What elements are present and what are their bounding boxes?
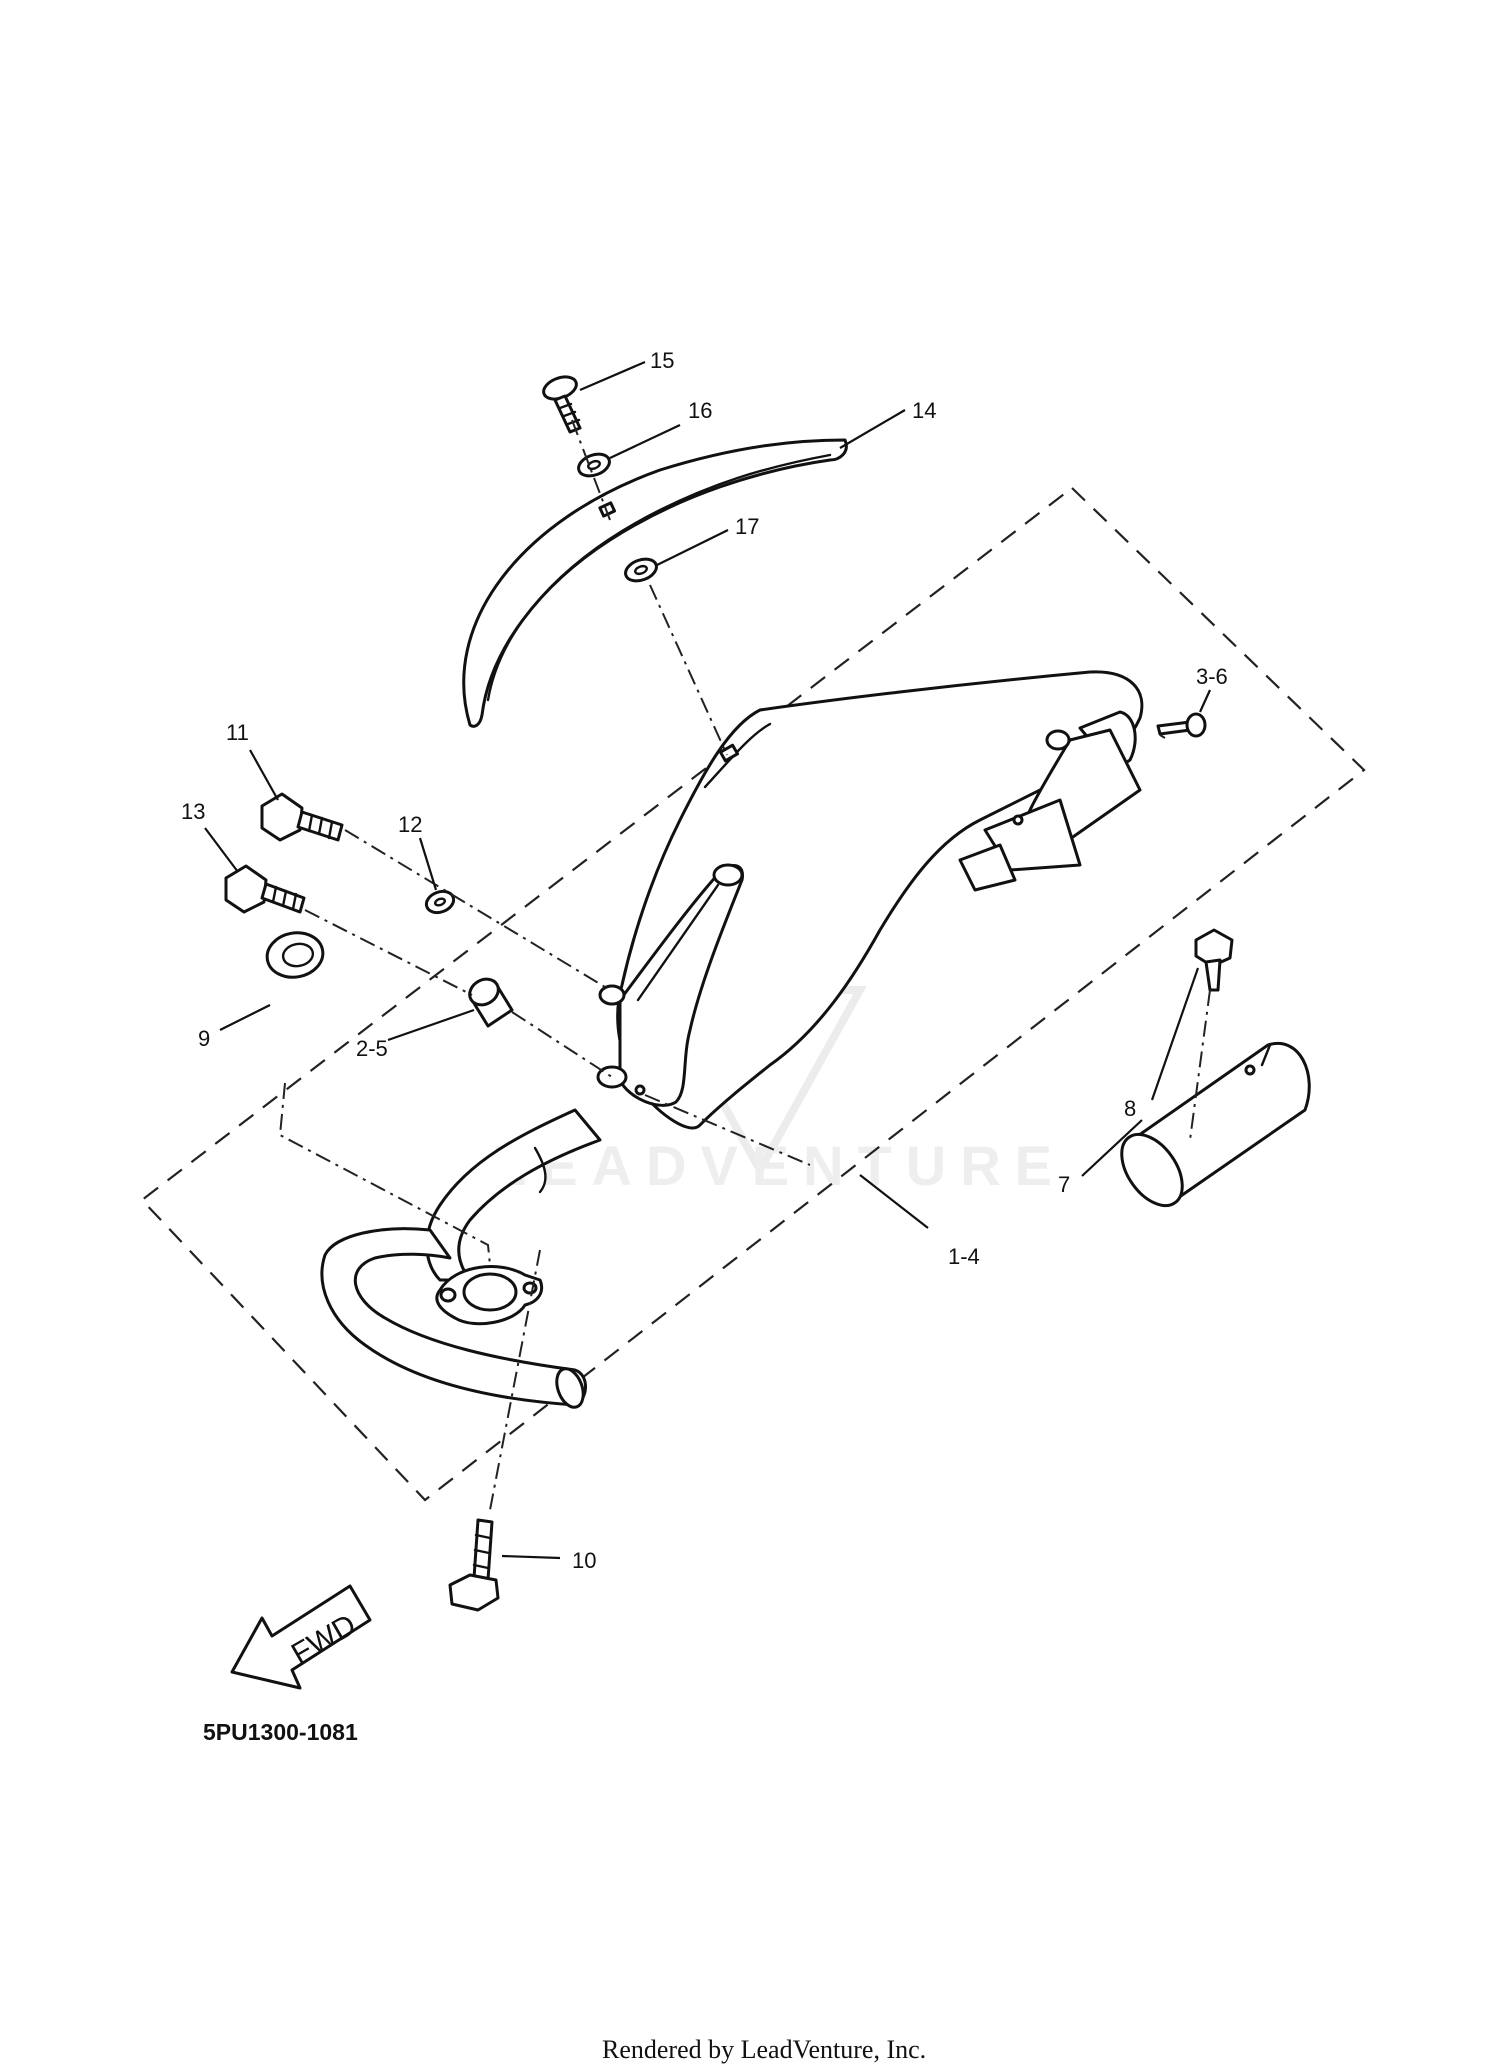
- forward-arrow: FWD: [230, 1584, 372, 1690]
- bolt-11: [260, 792, 344, 842]
- callout-11: 11: [226, 720, 249, 745]
- bolt-8: [1194, 928, 1234, 992]
- callout-10: 10: [572, 1548, 596, 1573]
- callout-1-4: 1-4: [948, 1244, 980, 1269]
- leader-lines: [204, 360, 1212, 1560]
- exhaust-pipe-assembly: [320, 670, 1144, 1409]
- bolt-13: [224, 864, 306, 914]
- washer-12: [424, 889, 456, 915]
- rendered-by-footer: Rendered by LeadVenture, Inc.: [602, 2035, 926, 2064]
- callout-3-6: 3-6: [1196, 664, 1228, 689]
- callout-2-5: 2-5: [356, 1036, 388, 1061]
- callout-14: 14: [912, 398, 936, 423]
- muffler-cover: [1120, 1041, 1311, 1208]
- alignment-lines: [278, 419, 1211, 1511]
- heat-shield: [462, 438, 848, 728]
- washer-16: [577, 452, 611, 478]
- callout-8: 8: [1124, 1096, 1136, 1121]
- callout-17: 17: [735, 514, 759, 539]
- callout-labels: 15 16 14 17 3-6 11 13 12 9 2-5 8 7 1-4 1…: [181, 348, 1228, 1573]
- callout-15: 15: [650, 348, 674, 373]
- callout-7: 7: [1058, 1172, 1070, 1197]
- washer-17: [624, 557, 658, 583]
- assembly-boundary: [140, 486, 1366, 1502]
- callout-13: 13: [181, 799, 205, 824]
- callout-16: 16: [688, 398, 712, 423]
- collar-2-5: [468, 977, 514, 1028]
- callout-9: 9: [198, 1026, 210, 1051]
- callout-12: 12: [398, 812, 422, 837]
- forward-arrow-icon: [230, 1584, 372, 1690]
- grommet-9: [265, 931, 325, 979]
- bolt-10: [448, 1518, 500, 1612]
- diagram-code: 5PU1300-1081: [203, 1719, 358, 1745]
- screw-3-6: [1156, 712, 1207, 738]
